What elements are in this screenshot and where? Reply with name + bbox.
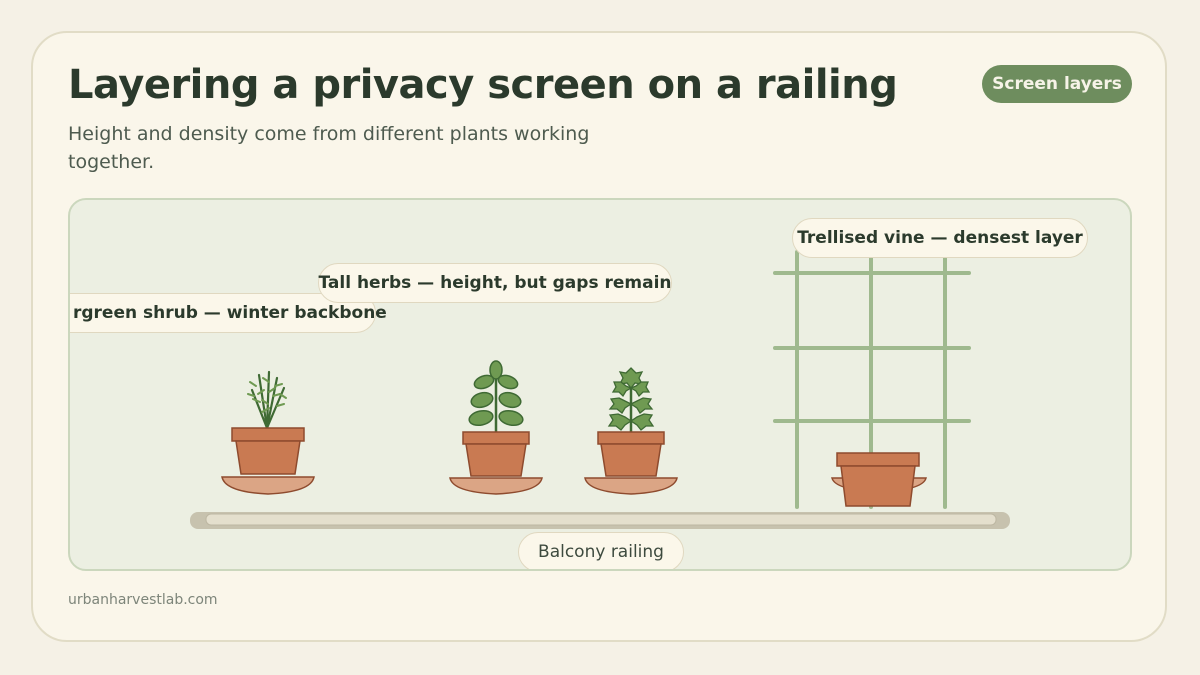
screen-layers-badge[interactable]: Screen layers xyxy=(982,65,1132,103)
railing-illustration xyxy=(190,250,1010,529)
tall-herb-plant-2 xyxy=(584,367,678,495)
evergreen-shrub-plant xyxy=(221,370,315,495)
page-title: Layering a privacy screen on a railing xyxy=(68,62,898,108)
tall-herb-plant-1 xyxy=(449,360,543,495)
balcony-railing xyxy=(190,512,1010,529)
label-trellised-vine: Trellised vine — densest layer xyxy=(792,218,1088,258)
trellised-vine-pot xyxy=(831,452,927,507)
footer-site-link[interactable]: urbanharvestlab.com xyxy=(68,592,218,608)
label-tall-herbs: Tall herbs — height, but gaps remain xyxy=(318,263,672,303)
label-balcony-railing: Balcony railing xyxy=(518,532,684,569)
page-subtitle: Height and density come from different p… xyxy=(68,123,590,173)
railing-diagram-panel: rgreen shrub — winter backbone Tall herb… xyxy=(68,198,1132,571)
label-evergreen-shrub: rgreen shrub — winter backbone xyxy=(70,293,387,333)
